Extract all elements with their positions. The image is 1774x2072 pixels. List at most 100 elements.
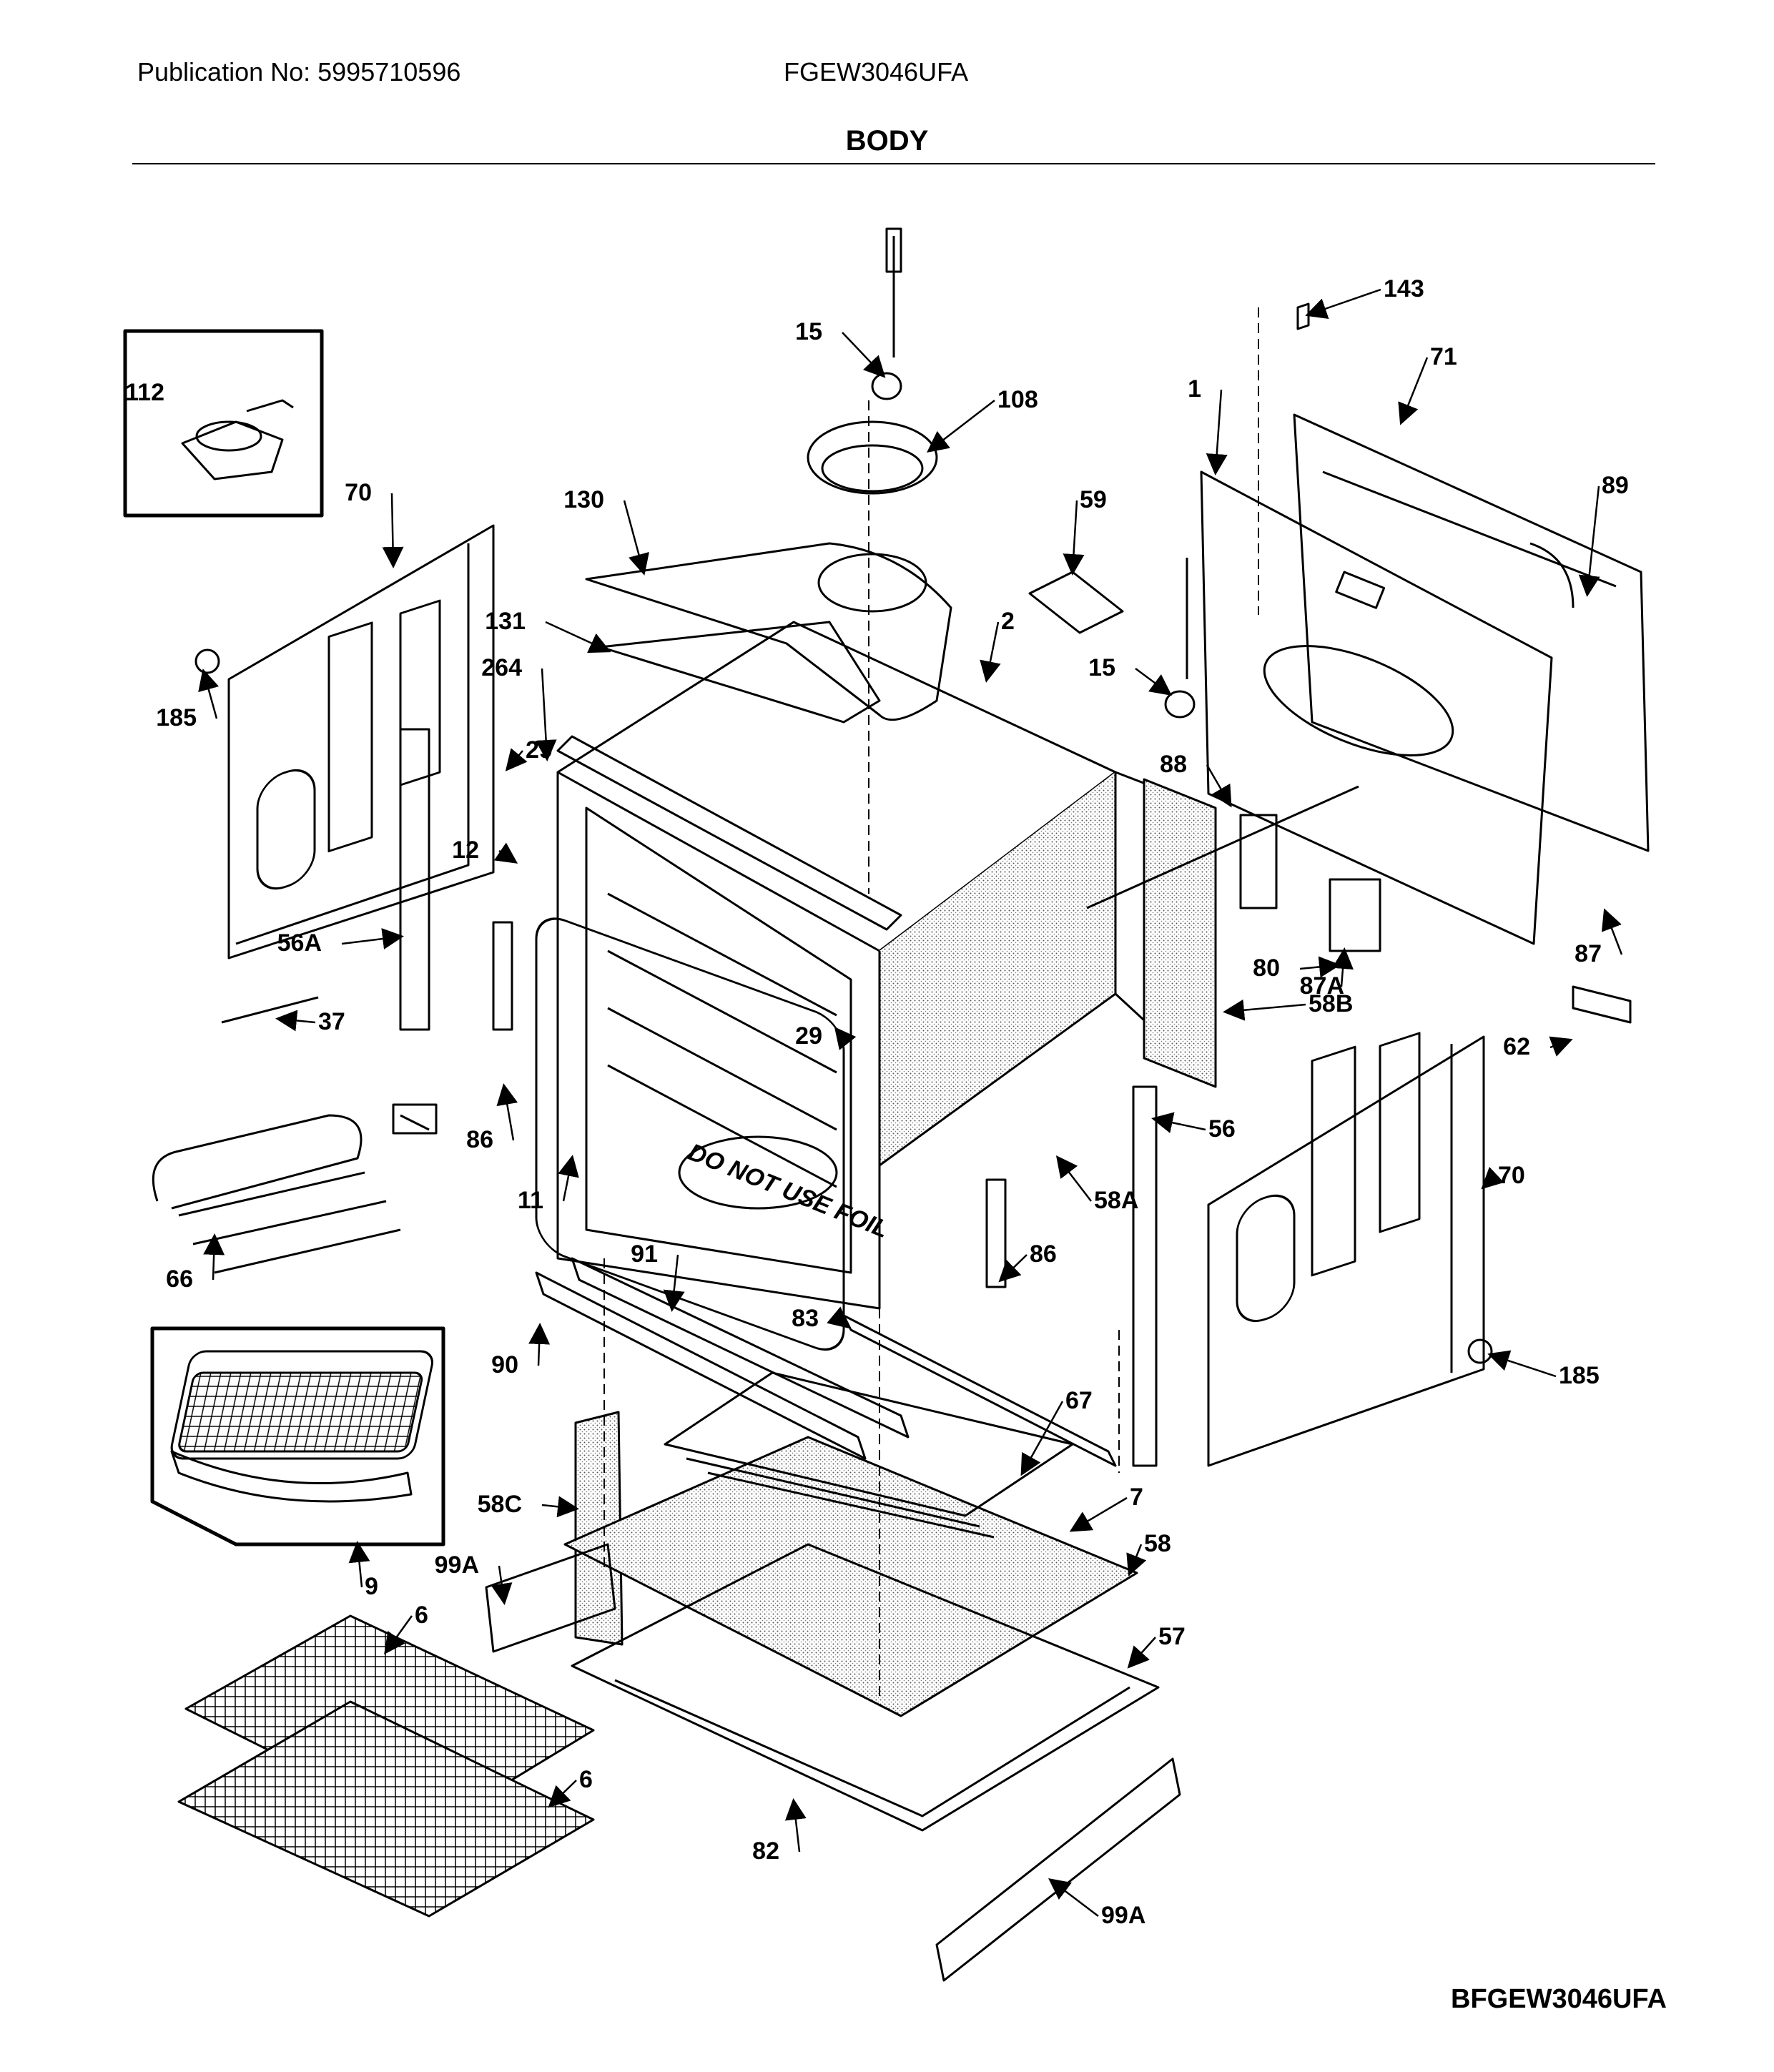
callout-label: 12: [452, 837, 479, 864]
rail-99a-right: [935, 1757, 1181, 1982]
callout-leader: [528, 1323, 551, 1366]
callout-label: 185: [156, 704, 197, 731]
callout-leader: [1578, 485, 1600, 597]
callout-leader: [1127, 1637, 1156, 1669]
back-panel-1: [1200, 470, 1553, 945]
bumper-185-left: [194, 648, 220, 674]
callout-leader: [493, 842, 518, 864]
callout-label: 82: [752, 1837, 779, 1865]
callout-leader: [505, 748, 528, 771]
callout-leader: [558, 1155, 579, 1202]
callout-leader: [1063, 500, 1085, 576]
callout-label: 11: [518, 1187, 543, 1214]
callout-leader: [1305, 288, 1381, 319]
bottom-frame-82: [571, 1543, 1160, 1832]
callout-label: 15: [795, 318, 822, 345]
rail-99a-left: [485, 1543, 616, 1653]
callout-leader: [623, 500, 649, 576]
callout-label: 185: [1559, 1362, 1600, 1389]
callout-label: 91: [631, 1240, 658, 1268]
callout-label: 6: [415, 1602, 428, 1629]
callout-label: 62: [1503, 1033, 1530, 1060]
callout-label: 6: [579, 1766, 593, 1793]
callout-leader: [1206, 389, 1228, 475]
figure-id: BFGEW3046UFA: [1451, 1984, 1667, 2014]
callout-label: 89: [1602, 472, 1629, 499]
callout-label: 29: [795, 1022, 822, 1050]
hinge-support-56: [1132, 1085, 1158, 1467]
callout-leader: [382, 493, 404, 568]
insulation-58: [563, 1436, 1138, 1717]
callout-label: 71: [1430, 343, 1457, 370]
broil-element-66: [152, 1103, 438, 1274]
callout-leader: [834, 1027, 857, 1050]
wire-88: [1086, 785, 1359, 909]
convection-fan-108: [807, 420, 938, 495]
callout-label: 90: [491, 1351, 518, 1378]
callout-leader: [1069, 1496, 1128, 1532]
callout-label: 88: [1160, 751, 1187, 778]
callout-label: 58A: [1094, 1187, 1138, 1214]
hinge-86-right: [985, 1178, 1007, 1288]
callout-label: 57: [1158, 1623, 1186, 1650]
callout-label: 56: [1208, 1115, 1236, 1143]
door-gasket-11: [535, 917, 845, 1351]
detail-box-112: [123, 329, 324, 518]
callout-leader: [998, 1254, 1028, 1283]
callout-label: 56A: [277, 929, 322, 957]
callout-leader: [980, 621, 1001, 683]
vent-131: [599, 621, 881, 724]
callout-leader: [842, 332, 886, 378]
sensor-37: [221, 996, 319, 1024]
callout-leader: [198, 669, 220, 719]
model-number: FGEW3046UFA: [784, 57, 969, 87]
callout-leader: [1055, 1155, 1092, 1202]
callout-leader: [1398, 357, 1429, 425]
callout-label: 264: [481, 654, 522, 681]
callout-leader: [1481, 1166, 1504, 1190]
callout-label: 70: [345, 479, 372, 506]
callout-leader: [203, 1233, 225, 1281]
clip-143: [1296, 302, 1310, 330]
bumper-185-right: [1467, 1338, 1493, 1364]
callout-leader: [384, 1615, 413, 1655]
callout-leader: [927, 400, 995, 453]
callout-label: 2: [1001, 608, 1015, 635]
callout-label: 7: [1130, 1484, 1143, 1511]
callout-label: 108: [997, 386, 1038, 413]
callout-leader: [535, 668, 557, 761]
callout-label: 80: [1253, 954, 1280, 982]
rear-panel-71: [1293, 413, 1650, 852]
callout-leader: [545, 621, 611, 653]
trim-90: [535, 1271, 867, 1460]
callout-leader: [1048, 1878, 1099, 1917]
callout-label: 99A: [1101, 1902, 1145, 1929]
callout-leader: [1332, 947, 1354, 987]
terminal-block-62: [1572, 985, 1632, 1024]
callout-leader: [1126, 1544, 1147, 1577]
callout-label: 29: [526, 736, 553, 764]
trim-91: [571, 1257, 910, 1439]
callout-label: 70: [1498, 1162, 1525, 1189]
assembly-guides: [603, 307, 1259, 1702]
callout-label: 86: [1030, 1240, 1057, 1268]
right-side-panel-70: [1207, 1032, 1485, 1467]
callout-leader: [275, 1010, 316, 1032]
insulation-58b: [1143, 778, 1217, 1088]
bracket-87a: [1329, 878, 1381, 952]
callout-label: 66: [166, 1266, 193, 1293]
bracket-80: [1239, 814, 1278, 909]
callout-label: 143: [1384, 275, 1424, 302]
callout-leader: [827, 1306, 850, 1329]
callout-label: 58C: [478, 1491, 522, 1518]
callout-label: 1: [1188, 375, 1201, 403]
callout-label: 87: [1575, 940, 1602, 967]
callout-label: 15: [1088, 654, 1115, 681]
callout-leader: [1549, 1036, 1573, 1057]
publication-number: Publication No: 5995710596: [137, 57, 461, 87]
callout-leader: [348, 1541, 370, 1588]
callout-leader: [784, 1798, 807, 1853]
door-marking: DO NOT USE FOIL: [684, 1138, 892, 1243]
